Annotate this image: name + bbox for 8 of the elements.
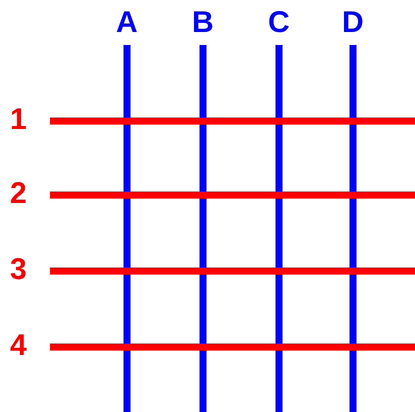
row-label: 2 [10,179,27,209]
row-label: 4 [10,331,27,361]
column-label: C [268,8,290,38]
column-label: B [192,8,214,38]
column-label: A [116,8,138,38]
row-label: 3 [10,255,27,285]
column-label: D [342,8,364,38]
row-label: 1 [10,105,27,135]
